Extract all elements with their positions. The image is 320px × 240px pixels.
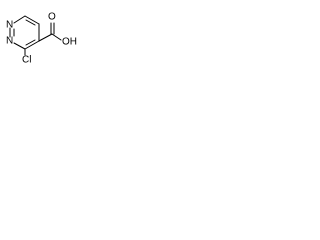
atom-label-carbonyl-oxygen: O (48, 12, 56, 23)
bond-c3-n2 (13, 42, 26, 50)
structural-formula: N N Cl O OH (6, 12, 77, 66)
atom-label-chlorine: Cl (22, 55, 31, 66)
bond-n1-c6 (13, 15, 26, 24)
double-bond-inner-c6-c5 (25, 19, 36, 26)
bond-c-o-single (51, 33, 62, 41)
bond-c4-c3 (24, 40, 40, 50)
atom-label-hydroxyl: OH (62, 37, 77, 48)
bond-c6-c5 (24, 15, 40, 25)
atom-label-n2: N (6, 36, 13, 47)
bond-c4-cooh (38, 33, 53, 42)
double-bond-inner-c4-c3 (25, 39, 36, 46)
atom-label-n1: N (6, 20, 13, 31)
